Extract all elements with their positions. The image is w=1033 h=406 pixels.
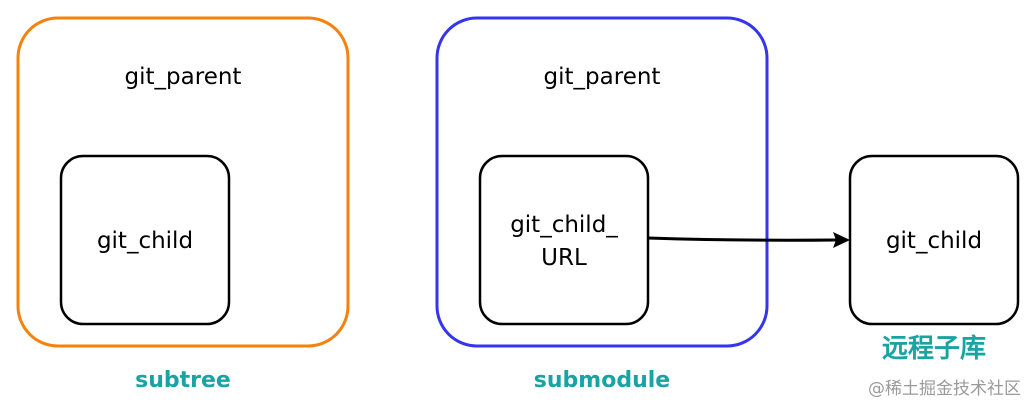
submodule-child-label-line1: git_child_ — [510, 212, 618, 238]
link-arrow — [647, 236, 837, 242]
subtree-child-label: git_child — [96, 228, 194, 254]
arrow-head-icon — [833, 232, 850, 248]
subtree-caption: subtree — [135, 368, 231, 393]
remote-child-label: git_child — [885, 228, 983, 254]
submodule-parent-label: git_parent — [543, 64, 661, 90]
subtree-child-box — [59, 154, 231, 326]
watermark: @稀土掘金技术社区 — [868, 379, 1021, 399]
submodule-child-box — [478, 154, 650, 326]
subtree-parent-label: git_parent — [124, 64, 242, 90]
submodule-caption: submodule — [533, 368, 671, 393]
subtree-container — [16, 16, 350, 348]
submodule-container — [435, 16, 769, 348]
remote-caption: 远程子库 — [881, 334, 986, 364]
submodule-child-label-line2: URL — [541, 245, 587, 271]
